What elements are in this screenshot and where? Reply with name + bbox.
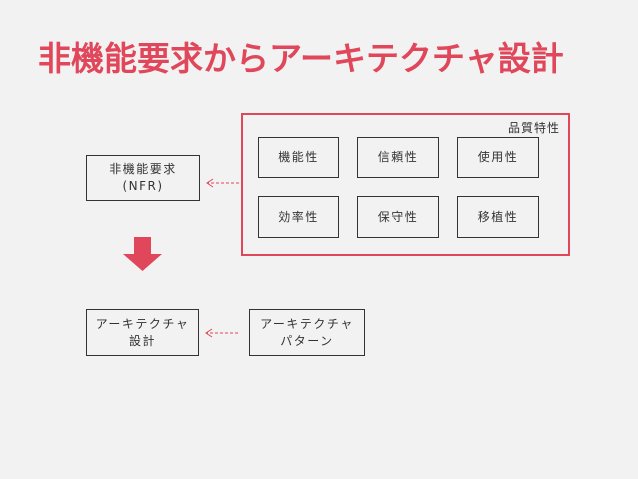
architecture-pattern-line2: パターン: [280, 333, 334, 348]
architecture-pattern-box: アーキテクチャ パターン: [249, 309, 365, 356]
architecture-design-box: アーキテクチャ 設計: [86, 309, 199, 356]
quality-item-portability: 移植性: [457, 196, 539, 238]
nfr-label: 非機能要求: [109, 162, 177, 176]
quality-item-usability: 使用性: [457, 137, 539, 178]
quality-item-label: 信頼性: [377, 150, 419, 164]
architecture-pattern-line1: アーキテクチャ: [260, 316, 354, 331]
quality-item-label: 使用性: [477, 150, 519, 164]
quality-item-label: 移植性: [477, 209, 519, 224]
quality-item-label: 効率性: [278, 209, 319, 224]
slide-title: 非機能要求からアーキテクチャ設計: [38, 39, 564, 78]
architecture-design-line2: 設計: [128, 333, 156, 348]
quality-characteristics-group: 品質特性: [241, 113, 570, 256]
quality-item-label: 機能性: [278, 150, 319, 164]
quality-item-maintainability: 保守性: [357, 196, 439, 238]
quality-item-efficiency: 効率性: [258, 196, 339, 238]
nfr-abbreviation: (NFR): [122, 179, 164, 193]
quality-item-reliability: 信頼性: [357, 137, 439, 178]
dashed-arrow-quality-to-nfr: [206, 178, 239, 188]
architecture-design-line1: アーキテクチャ: [95, 316, 190, 331]
nfr-box: 非機能要求 (NFR): [86, 155, 200, 201]
dashed-arrow-pattern-to-design: [205, 328, 238, 338]
quality-item-functionality: 機能性: [258, 137, 339, 178]
down-arrow-icon: [123, 237, 162, 271]
quality-characteristics-label: 品質特性: [507, 121, 560, 135]
quality-item-label: 保守性: [377, 209, 419, 224]
